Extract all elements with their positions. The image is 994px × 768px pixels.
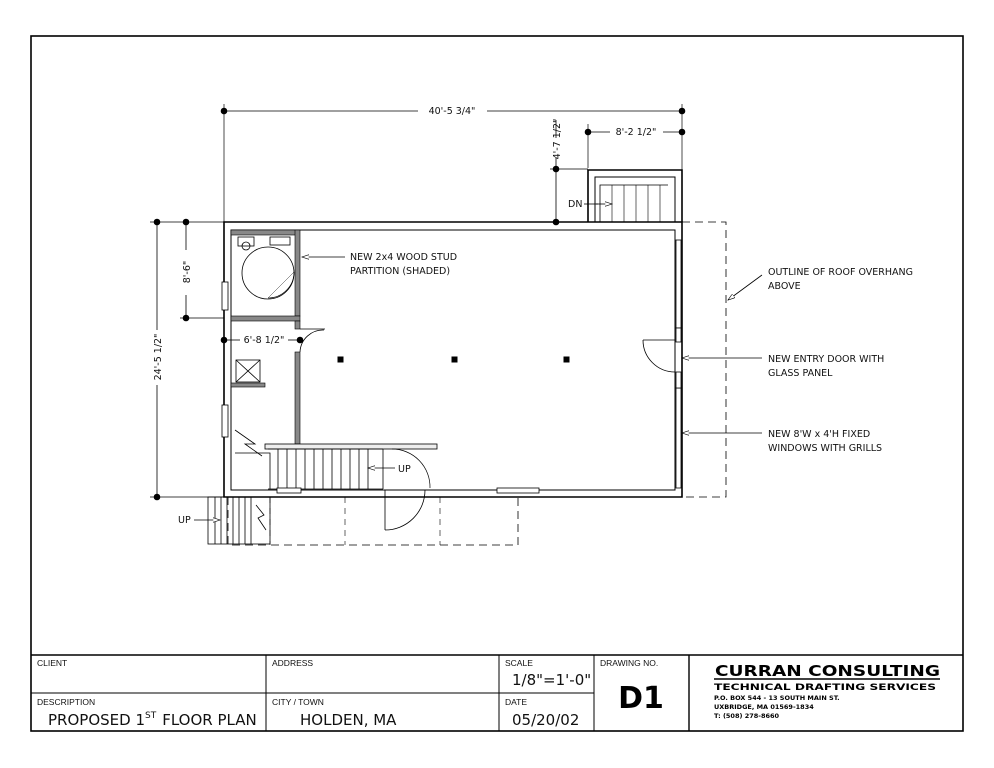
windows-note-line2: WINDOWS WITH GRILLS [768, 443, 882, 454]
date-value: 05/20/02 [512, 711, 579, 729]
closet-door [299, 328, 325, 353]
exterior-stair [194, 496, 271, 545]
company-address2: UXBRIDGE, MA 01569-1834 [714, 703, 814, 711]
sheet-border [30, 35, 964, 732]
stair-box [587, 169, 683, 222]
roof-overhang-outline [682, 221, 727, 498]
company-tagline: TECHNICAL DRAFTING SERVICES [714, 683, 936, 693]
stair-dn-label: DN [568, 199, 582, 210]
interior-up-label: UP [398, 464, 411, 475]
left-window-2 [221, 404, 229, 438]
company-phone: T: (508) 278-8660 [714, 712, 780, 720]
dimension-stair-box-width-text: 8'-2 1/2" [616, 127, 657, 138]
drawing-no-value: D1 [618, 681, 664, 716]
description-end: FLOOR PLAN [162, 711, 256, 729]
bottom-window [496, 487, 540, 494]
title-block [31, 654, 963, 731]
description-sup: ST [145, 711, 157, 721]
address-label: ADDRESS [272, 658, 313, 668]
floor-plan: 40'-5 3/4" 8'-2 1/2" 4'-7 1/2" 24'-5 1/2… [150, 104, 763, 546]
roof-note-line1: OUTLINE OF ROOF OVERHANG [768, 267, 913, 278]
dimension-bath-depth-text: 8'-6" [182, 261, 193, 284]
dimension-overall-width-text: 40'-5 3/4" [429, 106, 476, 117]
entry-door [642, 339, 676, 373]
dimension-bath-depth [180, 218, 224, 322]
partition-note-line2: PARTITION (SHADED) [350, 266, 450, 277]
entry-note-line2: GLASS PANEL [768, 368, 833, 379]
dimension-stair-box-depth-text: 4'-7 1/2" [552, 119, 563, 160]
exterior-up-label: UP [178, 515, 191, 526]
right-window-2 [675, 387, 682, 489]
bath-partition [230, 229, 301, 445]
column-3 [563, 356, 570, 363]
dimension-overall-depth-text: 24'-5 1/2" [153, 334, 164, 381]
scale-label: SCALE [505, 658, 533, 668]
windows-note-line1: NEW 8'W x 4'H FIXED [768, 429, 870, 440]
bath-fixtures [237, 236, 295, 300]
dimension-closet-width-text: 6'-8 1/2" [244, 335, 285, 346]
dimension-overall-depth [150, 218, 224, 501]
dimension-stair-box [550, 120, 686, 226]
date-label: DATE [505, 697, 527, 707]
client-label: CLIENT [37, 658, 67, 668]
city-value: HOLDEN, MA [300, 711, 397, 729]
column-1 [337, 356, 344, 363]
roof-leader [728, 274, 763, 300]
partition-note-line1: NEW 2x4 WOOD STUD [350, 252, 457, 263]
company-name: CURRAN CONSULTING [715, 662, 940, 680]
dimension-overall-width [220, 104, 686, 222]
description-value: PROPOSED 1ST FLOOR PLAN [48, 711, 257, 729]
right-window-1 [675, 239, 682, 329]
entry-note-line1: NEW ENTRY DOOR WITH [768, 354, 884, 365]
side-door [384, 489, 426, 531]
interior-stair [234, 429, 438, 490]
mechanical-box [235, 359, 261, 383]
drawing-no-label: DRAWING NO. [600, 658, 658, 668]
roof-note-line2: ABOVE [768, 281, 801, 292]
description-label: DESCRIPTION [37, 697, 95, 707]
column-2 [451, 356, 458, 363]
city-label: CITY / TOWN [272, 697, 324, 707]
description-main: PROPOSED 1 [48, 711, 145, 729]
porch-outline [227, 497, 519, 546]
bottom-window-small [276, 487, 302, 494]
scale-value: 1/8"=1'-0" [512, 671, 591, 689]
left-window-1 [221, 281, 229, 311]
company-address1: P.O. BOX 544 - 13 SOUTH MAIN ST. [714, 694, 840, 702]
